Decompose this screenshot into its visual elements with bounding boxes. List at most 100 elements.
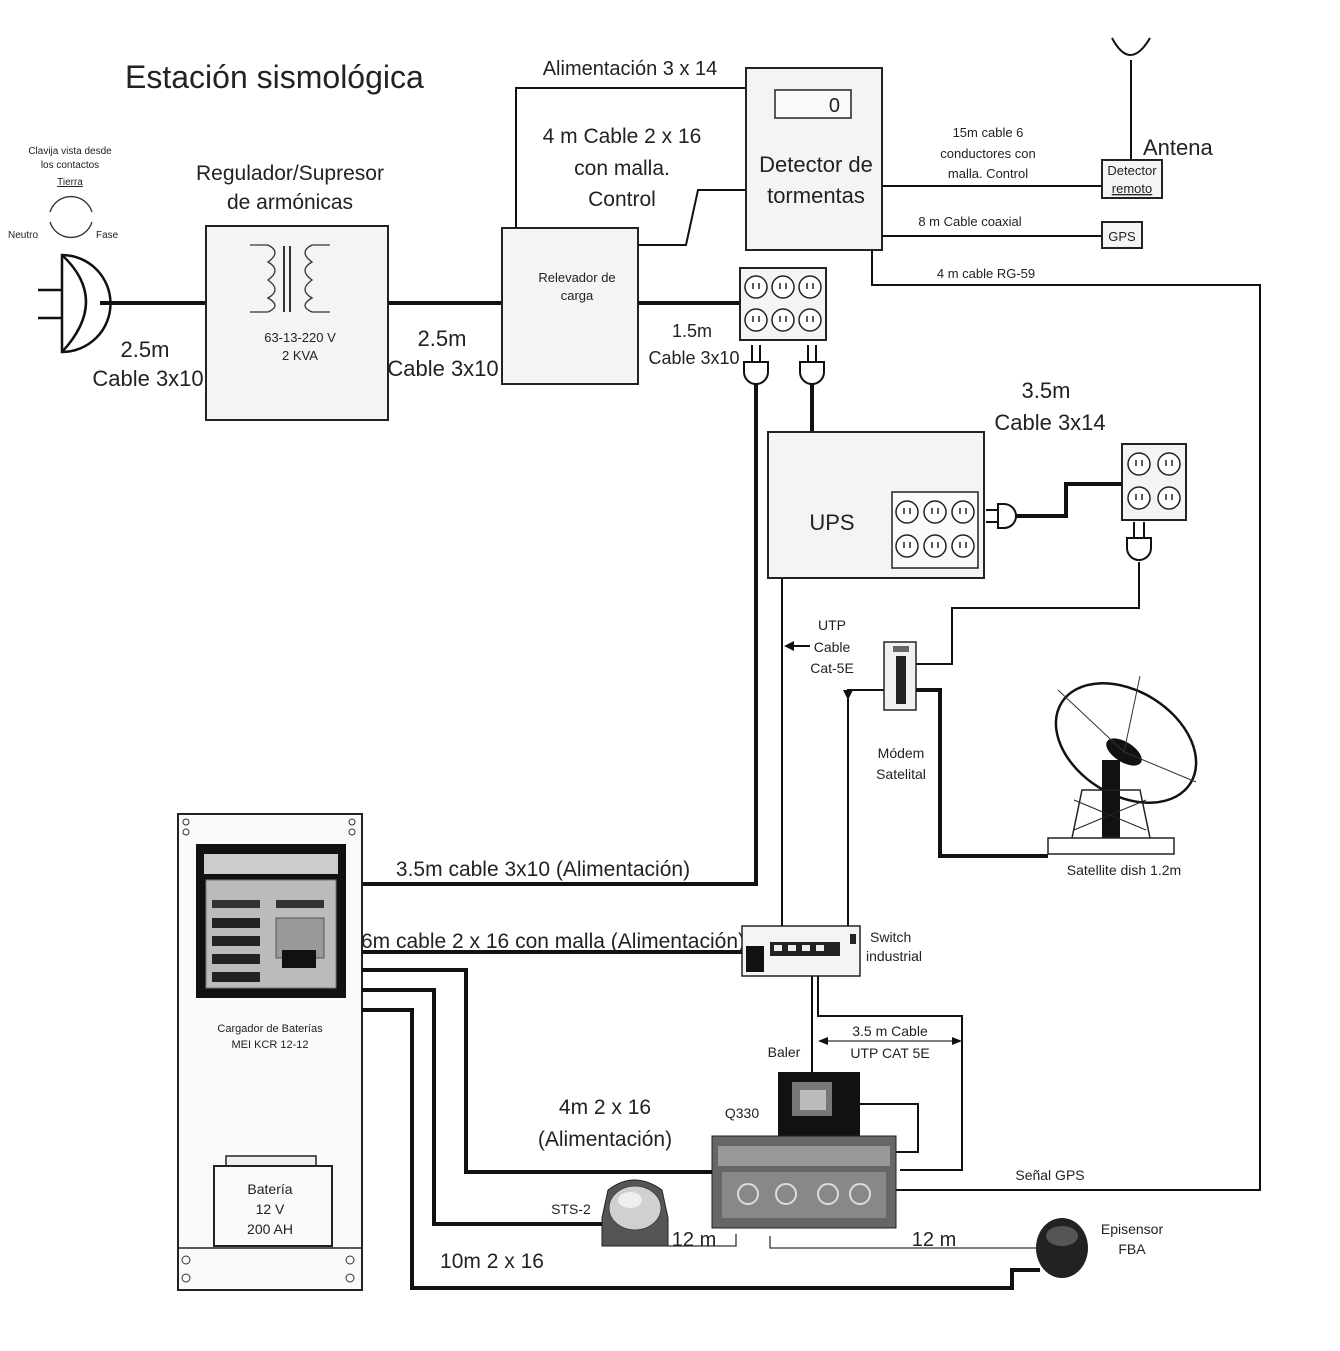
plug-fase-label: Fase — [96, 230, 119, 241]
cable-15m-3: malla. Control — [948, 166, 1028, 181]
storm-detector-label-2: tormentas — [767, 183, 865, 208]
outlet-receptacle-icon — [771, 308, 795, 332]
utp-arrow-head — [784, 641, 794, 651]
wire-baler-q330 — [860, 1103, 919, 1153]
modem-label-1: Módem — [878, 745, 925, 761]
outlet-receptacle-icon — [951, 534, 975, 558]
outlet-strip-right — [1121, 443, 1187, 521]
antena-label: Antena — [1143, 135, 1213, 160]
ups-outlets — [891, 491, 979, 569]
q330-digitizer-icon — [711, 1135, 897, 1229]
plug-right-icon — [799, 345, 825, 385]
cable-4m-2: (Alimentación) — [538, 1128, 672, 1151]
cable-35-top-type: Cable 3x14 — [994, 410, 1105, 435]
control-cable-1: 4 m Cable 2 x 16 — [543, 125, 702, 148]
modem-label-2: Satelital — [876, 766, 926, 782]
wire-sts2 — [362, 988, 602, 1226]
utp35-label-1: 3.5 m Cable — [852, 1023, 928, 1039]
switch-label-2: industrial — [866, 948, 922, 964]
wire-ups-outlet2 — [1016, 482, 1122, 518]
outlet-receptacle-icon — [744, 308, 768, 332]
ups-label: UPS — [809, 510, 854, 535]
satellite-modem-icon — [883, 641, 917, 711]
storm-detector-label-1: Detector de — [759, 152, 873, 177]
relay-label-1: Relevador de — [538, 270, 615, 285]
baler-label: Baler — [768, 1044, 801, 1060]
baler-icon — [778, 1072, 860, 1136]
battery-label-2: 12 V — [256, 1201, 285, 1217]
cable-6m-label: 6m cable 2 x 16 con malla (Alimentación) — [361, 930, 745, 953]
antenna-icon — [1111, 37, 1151, 160]
cable-power-label: 3.5m cable 3x10 (Alimentación) — [396, 858, 690, 881]
coax-label: 8 m Cable coaxial — [918, 214, 1021, 229]
outlet-receptacle-icon — [744, 275, 768, 299]
outlet-receptacle-icon — [951, 500, 975, 524]
charger-label-2: MEI KCR 12-12 — [231, 1039, 308, 1051]
cable-a-type: Cable 3x10 — [92, 366, 203, 391]
cable-10m-label: 10m 2 x 16 — [440, 1250, 544, 1273]
cable-15m-1: 15m cable 6 — [953, 125, 1024, 140]
plug-contacts-view: Clavija vista desde los contactos Tierra… — [8, 146, 119, 241]
alimentacion-top-label: Alimentación 3 x 14 — [543, 58, 718, 80]
outlet-strip-top — [739, 267, 827, 341]
remote-detector-label-2: remoto — [1112, 181, 1152, 196]
wire-rg59-gps-signal — [871, 250, 1261, 1191]
wire-control-cable — [638, 189, 746, 246]
utp-label-1: UTP — [818, 617, 846, 633]
wire-strip-modem — [916, 562, 1140, 665]
cable-a-length: 2.5m — [121, 337, 170, 362]
plug-left-icon — [743, 345, 769, 385]
gps-label: GPS — [1108, 229, 1136, 244]
plug-note-2: los contactos — [41, 160, 99, 171]
regulator-title-2: de armónicas — [227, 191, 353, 214]
diagram-title: Estación sismológica — [125, 59, 424, 95]
outlet-receptacle-icon — [798, 308, 822, 332]
wall-plug-icon — [38, 253, 112, 354]
battery-icon — [213, 1155, 333, 1247]
control-cable-3: Control — [588, 188, 656, 211]
cable-35-top-length: 3.5m — [1022, 378, 1071, 403]
episensor-icon — [1036, 1218, 1088, 1278]
q330-label: Q330 — [725, 1105, 759, 1121]
remote-detector-box — [1101, 159, 1163, 199]
modem-arrow-head — [843, 690, 853, 700]
outlet-receptacle-icon — [798, 275, 822, 299]
outlet-receptacle-icon — [1127, 452, 1151, 476]
outlet-receptacle-icon — [1157, 452, 1181, 476]
industrial-switch-icon — [741, 925, 861, 977]
sts2-seismometer-icon — [601, 1179, 669, 1247]
wire-10m-episensor — [362, 1008, 1040, 1290]
outlet-receptacle-icon — [895, 534, 919, 558]
outlet-receptacle-icon — [1157, 486, 1181, 510]
battery-label-1: Batería — [247, 1181, 292, 1197]
wire-4m-q330 — [362, 968, 712, 1174]
outlet-receptacle-icon — [1127, 486, 1151, 510]
wire-modem-switch — [847, 689, 884, 926]
plug-neutro-label: Neutro — [8, 230, 38, 241]
remote-detector-label-1: Detector — [1107, 163, 1157, 178]
battery-charger-icon — [196, 844, 346, 998]
satellite-label: Satellite dish 1.2m — [1067, 862, 1181, 878]
utp35-arrow-right — [952, 1037, 962, 1045]
outlet-receptacle-icon — [771, 275, 795, 299]
battery-label-3: 200 AH — [247, 1221, 293, 1237]
switch-label-1: Switch — [870, 929, 911, 945]
utp35-label-2: UTP CAT 5E — [850, 1045, 929, 1061]
sts2-label: STS-2 — [551, 1201, 591, 1217]
cable-15-length: 1.5m — [672, 321, 712, 341]
cable-b-type: Cable 3x10 — [387, 356, 498, 381]
outlet-receptacle-icon — [895, 500, 919, 524]
episensor-label-2: FBA — [1118, 1241, 1146, 1257]
regulator-title-1: Regulador/Supresor — [196, 162, 384, 185]
storm-counter-value: 0 — [829, 95, 840, 117]
relay-box — [501, 227, 639, 385]
rg59-label: 4 m cable RG-59 — [937, 266, 1035, 281]
wire-switch-q330 — [817, 976, 963, 1171]
utp-label-3: Cat-5E — [810, 660, 854, 676]
cable-15-type: Cable 3x10 — [648, 348, 739, 368]
regulator-box — [205, 225, 389, 421]
relay-label-2: carga — [561, 288, 594, 303]
wire-alimentacion-3x14 — [515, 87, 746, 228]
charger-label-1: Cargador de Baterías — [217, 1023, 323, 1035]
